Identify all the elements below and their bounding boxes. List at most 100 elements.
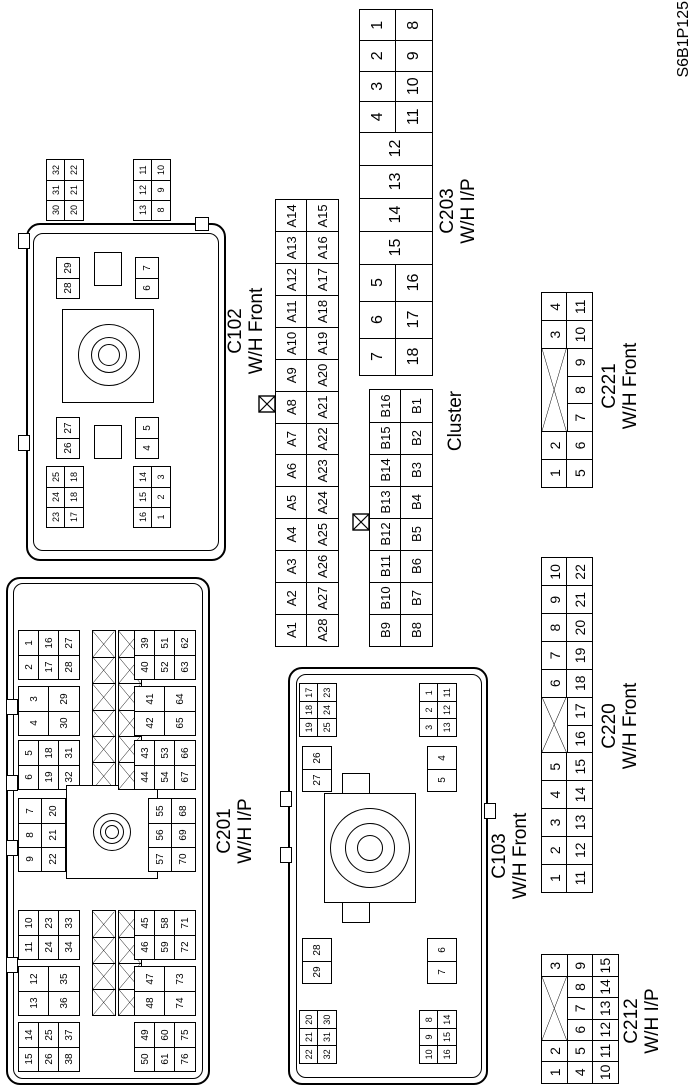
- pin: 20: [41, 798, 66, 824]
- c102-id: C102: [225, 308, 246, 354]
- pin: 9: [541, 585, 568, 615]
- pin: 69: [171, 822, 196, 848]
- c203-location: W/H I/P: [457, 178, 479, 244]
- pin: 7: [135, 257, 159, 279]
- pin: 21: [64, 179, 84, 201]
- pin: 16: [437, 1045, 457, 1064]
- c203-label: C203 W/H I/P: [437, 161, 479, 261]
- pin: A2: [275, 581, 308, 615]
- pin: 10: [592, 1061, 619, 1084]
- pin: 23: [317, 683, 337, 702]
- pin: 28: [56, 277, 80, 299]
- pin: 13: [18, 990, 50, 1016]
- c203-id: C203: [437, 188, 458, 234]
- pin: 7: [359, 337, 397, 376]
- pin: 8: [18, 822, 43, 848]
- pin: 1: [419, 683, 439, 702]
- pin: 2: [541, 1039, 568, 1063]
- pin: 13: [592, 997, 619, 1020]
- pin: 14: [18, 1022, 40, 1048]
- c103-left-top: 22 21 20 32 31 30: [299, 1010, 337, 1064]
- pin: 43: [134, 740, 156, 766]
- pin: 29: [56, 257, 80, 279]
- pin: 53: [154, 740, 176, 766]
- pin: B7: [400, 581, 433, 615]
- pin: 8: [151, 199, 171, 221]
- pin: 20: [64, 199, 84, 221]
- pin: 12: [359, 131, 433, 166]
- pin: 25: [38, 1022, 60, 1048]
- c102-lock-slot-bottom: [94, 252, 122, 286]
- pin: 17: [395, 300, 433, 339]
- pin: 19: [566, 640, 593, 670]
- pin: 11: [566, 292, 593, 322]
- pin: 7: [566, 997, 594, 1020]
- unused-cavity: [92, 910, 116, 938]
- pin: B14: [369, 453, 402, 487]
- pin: 4: [135, 437, 159, 459]
- c201-tab-1: [6, 957, 18, 973]
- pin: 15: [566, 752, 593, 782]
- pin: 3: [541, 954, 568, 977]
- pin: 16: [38, 630, 60, 656]
- pin: A12: [275, 263, 308, 297]
- pin: 2: [151, 486, 171, 508]
- c103-id: C103: [489, 833, 510, 879]
- c102-top-right-block: 30 31 32 20 21 22: [46, 159, 84, 221]
- pin: 68: [171, 798, 196, 824]
- pin: 9: [566, 954, 594, 977]
- pin: B9: [369, 613, 402, 647]
- pin: 55: [148, 798, 173, 824]
- pin: 9: [566, 347, 593, 377]
- pin: 6: [135, 277, 159, 299]
- pin: 34: [58, 934, 80, 960]
- pin: 22: [299, 1045, 319, 1064]
- pin: 9: [419, 1027, 439, 1047]
- pin: 10: [18, 910, 40, 936]
- pin: 1: [18, 630, 40, 656]
- pin: B4: [400, 485, 433, 519]
- pin: 75: [174, 1022, 196, 1048]
- pin: 6: [18, 764, 40, 790]
- unused-cavity: [92, 709, 116, 737]
- pin: 17: [38, 654, 60, 680]
- pin: 29: [48, 686, 80, 712]
- c102-mid-right-bottom: 6 7: [135, 257, 159, 299]
- unused-cavity: [92, 962, 116, 990]
- c212-location: W/H I/P: [641, 988, 663, 1054]
- pin: 5: [135, 417, 159, 439]
- pin: 47: [134, 966, 166, 992]
- c201-ring-inner: [105, 825, 119, 839]
- c203-right: 4 3 2 1 11 10 9 8: [359, 9, 433, 133]
- pin: 48: [134, 990, 166, 1016]
- pin: 16: [395, 263, 433, 302]
- pin: A26: [306, 549, 339, 583]
- pin: A28: [306, 613, 339, 647]
- pin: 70: [171, 846, 196, 872]
- c201-tab-3: [6, 775, 18, 791]
- unused-cavity: [541, 696, 568, 754]
- pin: 45: [134, 910, 156, 936]
- pin: 35: [48, 966, 80, 992]
- pin: 52: [154, 654, 176, 680]
- pin: 44: [134, 764, 156, 790]
- pin: 61: [154, 1046, 176, 1072]
- pin: 71: [174, 910, 196, 936]
- unused-cavity: [92, 683, 116, 711]
- c212-label: C212 W/H I/P: [621, 971, 663, 1071]
- c102-top-left-block: 23 24 25 17 18 18: [46, 466, 84, 528]
- pin: 31: [58, 740, 80, 766]
- pin: 3: [359, 70, 397, 103]
- c103-tab-left: [280, 847, 292, 863]
- cluster-a-connector: A1 A2 A3 A4 A5 A6 A7 A8 A9 A10 A11 A12 A…: [275, 199, 339, 647]
- pin: 21: [299, 1027, 319, 1047]
- pin: 15: [133, 486, 153, 508]
- pin: 9: [151, 179, 171, 201]
- pin: 24: [38, 934, 60, 960]
- pin: 73: [164, 966, 196, 992]
- pin: 10: [151, 159, 171, 181]
- pin: 4: [541, 292, 568, 322]
- pin: 3: [541, 320, 568, 350]
- pin: 18: [395, 337, 433, 376]
